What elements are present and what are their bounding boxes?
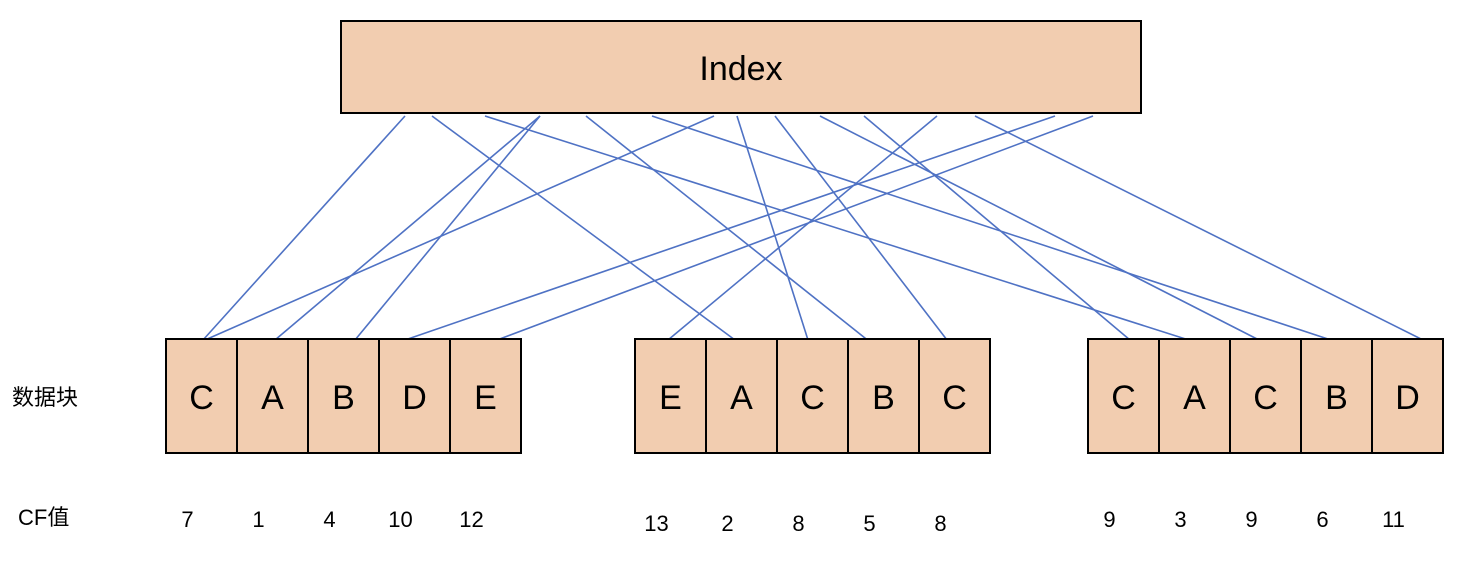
data-block-label: E — [474, 379, 497, 417]
index-link — [202, 115, 406, 341]
index-links — [202, 115, 1424, 347]
index-link — [354, 115, 541, 341]
row-label-blocks: 数据块 — [12, 385, 78, 410]
index-link — [484, 115, 1196, 343]
data-block-label: D — [402, 379, 427, 417]
cf-value: 10 — [388, 507, 412, 532]
row-label-cf: CF值 — [18, 505, 69, 530]
cf-value: 4 — [323, 507, 335, 532]
cf-value: 3 — [1174, 507, 1186, 532]
data-block-cell — [1158, 338, 1231, 454]
index-link — [274, 115, 541, 341]
data-block-cell — [1371, 338, 1444, 454]
cf-value: 6 — [1316, 507, 1328, 532]
cf-value: 8 — [792, 511, 804, 536]
data-block-cell — [236, 338, 309, 454]
cf-value: 11 — [1382, 507, 1405, 532]
index-link — [585, 115, 876, 347]
data-block-label: A — [261, 379, 284, 417]
cf-value: 13 — [644, 511, 668, 536]
data-block-label: D — [1395, 379, 1420, 417]
data-block-cell — [1229, 338, 1302, 454]
data-block-label: B — [1325, 379, 1348, 417]
data-block-label: B — [872, 379, 895, 417]
data-block-label: C — [942, 379, 967, 417]
cf-value: 2 — [721, 511, 733, 536]
data-block-cell — [918, 338, 991, 454]
cf-value: 8 — [934, 511, 946, 536]
cf-value: 5 — [863, 511, 875, 536]
data-block-label: B — [332, 379, 355, 417]
cf-value: 9 — [1103, 507, 1115, 532]
data-block-label: C — [1253, 379, 1278, 417]
cf-value: 9 — [1245, 507, 1257, 532]
cf-value: 7 — [181, 507, 193, 532]
data-block-label: A — [730, 379, 753, 417]
index-link — [496, 115, 1094, 341]
index-link — [819, 115, 1260, 341]
index-link — [651, 115, 1338, 343]
data-block-cell — [776, 338, 849, 454]
index-label: Index — [699, 50, 782, 88]
index-link — [736, 115, 809, 341]
index-link — [774, 115, 948, 341]
cf-value: 12 — [459, 507, 483, 532]
data-block-label: C — [189, 379, 214, 417]
data-block-label: E — [659, 379, 682, 417]
index-link — [431, 115, 736, 341]
index-link — [863, 115, 1131, 341]
data-block-cell — [1300, 338, 1373, 454]
index-link — [204, 115, 715, 341]
data-block-cell — [165, 338, 238, 454]
index-box: Index — [340, 20, 1142, 114]
data-block-label: C — [1111, 379, 1136, 417]
cf-value: 1 — [252, 507, 264, 532]
index-link — [667, 115, 938, 341]
cf-values: 7 1 4 10 12 13 2 8 5 8 9 3 9 6 11 — [181, 507, 1405, 536]
data-block-cell — [449, 338, 522, 454]
data-block-label: C — [800, 379, 825, 417]
index-link — [404, 115, 1056, 341]
index-link — [974, 115, 1424, 341]
data-block-cell — [847, 338, 920, 454]
data-block-label: A — [1183, 379, 1206, 417]
